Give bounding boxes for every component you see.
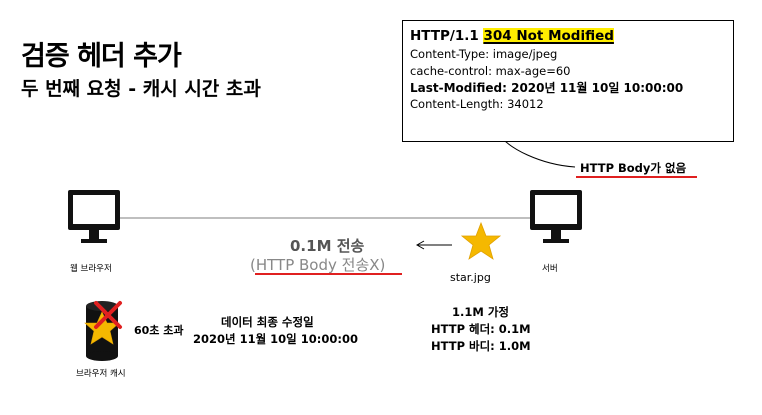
server-monitor-icon bbox=[530, 190, 582, 243]
star-icon bbox=[460, 221, 502, 260]
size-info-line: 1.1M 가정 bbox=[452, 305, 509, 319]
status-line: HTTP/1.1 304 Not Modified bbox=[410, 28, 614, 44]
page-title: 검증 헤더 추가 bbox=[21, 41, 182, 72]
transfer-detail: (HTTP Body 전송X) bbox=[250, 256, 386, 274]
server-label: 서버 bbox=[542, 264, 558, 274]
expired-cross-icon bbox=[94, 301, 122, 329]
browser-label: 웹 브라우저 bbox=[70, 264, 112, 274]
browser-monitor-icon bbox=[68, 190, 120, 243]
header-line: Content-Type: image/jpeg bbox=[410, 47, 558, 61]
header-line: Content-Length: 34012 bbox=[410, 97, 544, 111]
size-info-line: HTTP 헤더: 0.1M bbox=[431, 322, 531, 336]
page-subtitle: 두 번째 요청 - 캐시 시간 초과 bbox=[21, 78, 261, 100]
response-box: HTTP/1.1 304 Not Modified Content-Type: … bbox=[402, 20, 734, 142]
size-info-line: HTTP 바디: 1.0M bbox=[431, 339, 531, 353]
body-none-note: HTTP Body가 없음 bbox=[580, 161, 687, 175]
status-prefix: HTTP/1.1 bbox=[410, 28, 479, 44]
last-modified-date: 2020년 11월 10일 10:00:00 bbox=[193, 332, 358, 346]
header-line: Last-Modified: 2020년 11월 10일 10:00:00 bbox=[410, 81, 684, 95]
cache-label: 브라우저 캐시 bbox=[76, 369, 126, 379]
transfer-arrow-head bbox=[415, 240, 425, 250]
star-file-label: star.jpg bbox=[450, 271, 491, 284]
cache-timeout-note: 60초 초과 bbox=[134, 324, 184, 337]
header-line: cache-control: max-age=60 bbox=[410, 64, 571, 78]
status-highlight: 304 Not Modified bbox=[483, 28, 614, 44]
last-modified-title: 데이터 최종 수정일 bbox=[221, 315, 314, 329]
transfer-size: 0.1M 전송 bbox=[290, 237, 365, 255]
